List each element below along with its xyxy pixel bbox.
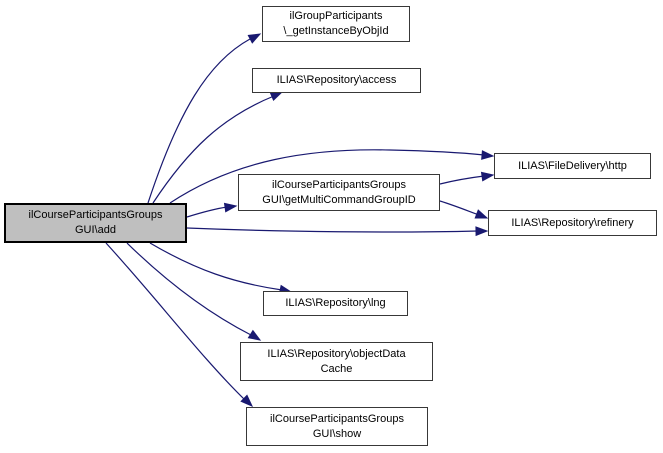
node-ilias-filedelivery-http[interactable]: ILIAS\FileDelivery\http bbox=[494, 153, 651, 179]
node-ilias-repository-refinery[interactable]: ILIAS\Repository\refinery bbox=[488, 210, 657, 236]
node-ilias-repository-objectdatacache[interactable]: ILIAS\Repository\objectData Cache bbox=[240, 342, 433, 381]
edge-add-to-refinery bbox=[186, 226, 489, 237]
node-ilcourseparticipantsgroupsgui-getmulticommandgroupid[interactable]: ilCourseParticipantsGroups GUI\getMultiC… bbox=[238, 174, 440, 211]
node-ilcourseparticipantsgroupsgui-show[interactable]: ilCourseParticipantsGroups GUI\show bbox=[246, 407, 428, 446]
edge-add-to-objectdatacache bbox=[126, 242, 262, 341]
node-ilgroupparticipants-getinstancebyobjid[interactable]: ilGroupParticipants \_getInstanceByObjId bbox=[262, 6, 410, 42]
edge-add-to-getmulticommandgroupid bbox=[186, 202, 238, 218]
edge-add-to-lng bbox=[149, 242, 293, 295]
edge-getmulticommandgroupid-to-http bbox=[439, 171, 495, 185]
edge-add-to-http bbox=[169, 149, 495, 204]
edge-add-to-show bbox=[105, 242, 254, 407]
node-ilcourseparticipantsgroupsgui-add: ilCourseParticipantsGroups GUI\add bbox=[4, 203, 187, 243]
node-ilias-repository-lng[interactable]: ILIAS\Repository\lng bbox=[263, 291, 408, 316]
node-ilias-repository-access[interactable]: ILIAS\Repository\access bbox=[252, 68, 421, 93]
edge-getmulticommandgroupid-to-refinery bbox=[439, 200, 489, 219]
edge-add-to-getinstancebyobjid bbox=[147, 33, 262, 204]
